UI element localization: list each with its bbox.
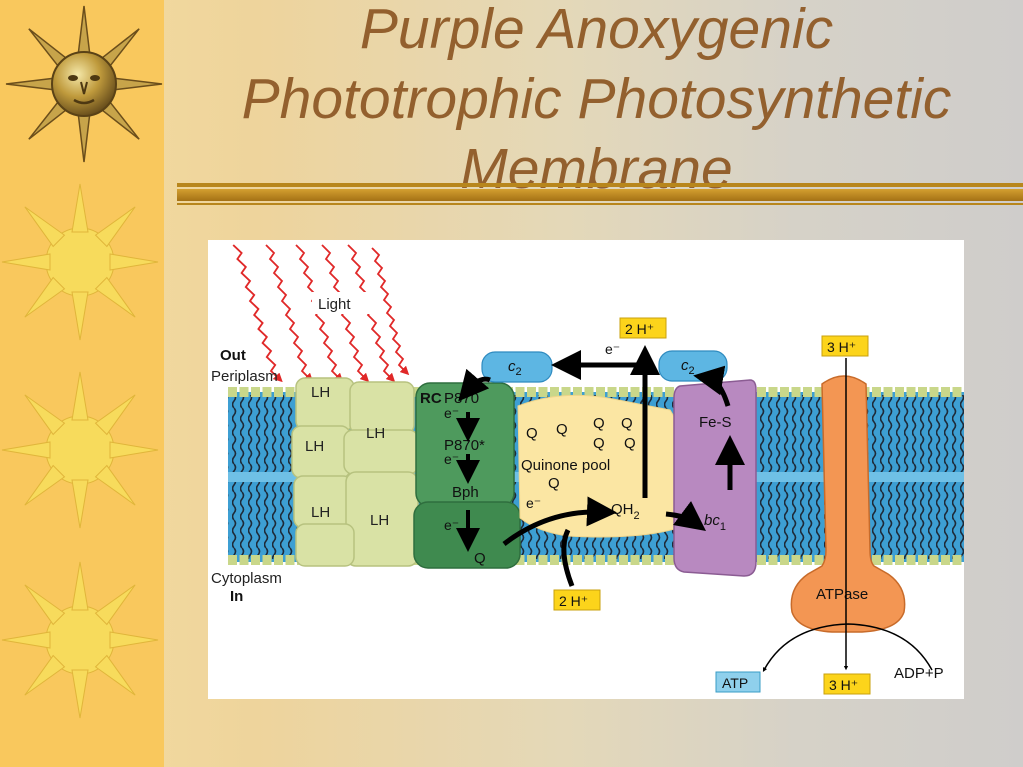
- quinone-q: Q: [593, 435, 605, 452]
- proton-uptake-arrow: [561, 528, 575, 587]
- title-rule-bottom: [177, 203, 1023, 205]
- cytoplasm-label: Cytoplasm: [211, 570, 282, 587]
- electron-label: e⁻: [605, 341, 620, 357]
- yellow-sun-icon: [1, 561, 159, 719]
- title-rule-top: [177, 183, 1023, 187]
- electron-label: e⁻: [526, 495, 541, 511]
- atpase-complex: [790, 375, 906, 633]
- atp-synthesis-arrow: [762, 623, 933, 672]
- membrane-diagram: Light Out Periplasm Cytoplasm In LH LH L…: [208, 240, 964, 699]
- rc-label: RC: [420, 390, 442, 407]
- membrane-diagram-svg: Light Out Periplasm Cytoplasm In LH LH L…: [211, 244, 964, 695]
- electron-label: e⁻: [444, 451, 459, 467]
- lh-label: LH: [311, 384, 330, 401]
- light-label: Light: [318, 296, 351, 313]
- bph-label: Bph: [452, 484, 479, 501]
- quinone-pool-label: Quinone pool: [521, 457, 610, 474]
- proton-badge-top: 2 H⁺: [619, 317, 667, 339]
- quinone-q: Q: [556, 421, 568, 438]
- periplasm-label: Periplasm: [211, 368, 278, 385]
- quinone-reduction-arrow: [502, 496, 617, 546]
- out-label: Out: [220, 347, 246, 364]
- q-label: Q: [474, 550, 486, 567]
- svg-text:ATP: ATP: [722, 675, 748, 691]
- quinone-q: Q: [526, 425, 538, 442]
- cytochrome-c2-right: c2: [658, 350, 728, 382]
- reaction-center: [413, 382, 521, 569]
- quinone-q: Q: [621, 415, 633, 432]
- quinone-q: Q: [624, 435, 636, 452]
- svg-text:3 H⁺: 3 H⁺: [829, 677, 858, 693]
- lh-label: LH: [305, 438, 324, 455]
- svg-text:2 H⁺: 2 H⁺: [625, 321, 654, 337]
- title-line-2: Phototrophic Photosynthetic: [241, 67, 952, 131]
- svg-text:c2: c2: [508, 358, 522, 378]
- light-harvesting-complex: [291, 377, 419, 567]
- in-label: In: [230, 588, 243, 605]
- svg-text:c2: c2: [681, 357, 695, 377]
- yellow-sun-icon: [1, 371, 159, 529]
- electron-label: e⁻: [444, 405, 459, 421]
- title-line-1: Purple Anoxygenic: [359, 0, 834, 61]
- sun-decorations: [1, 5, 163, 719]
- adp-label: ADP+P: [894, 665, 944, 682]
- title-rule-bar: [177, 189, 1023, 201]
- bc1-complex: [673, 379, 757, 577]
- lh-label: LH: [311, 504, 330, 521]
- yellow-sun-icon: [1, 183, 159, 341]
- light-label-bg: [312, 292, 374, 314]
- quinone-q: Q: [593, 415, 605, 432]
- svg-text:2 H⁺: 2 H⁺: [559, 593, 588, 609]
- svg-text:3 H⁺: 3 H⁺: [827, 339, 856, 355]
- fes-to-c2-arrow: [693, 365, 731, 407]
- atp-badge: ATP: [715, 671, 761, 693]
- fe-s-label: Fe-S: [699, 414, 732, 431]
- atpase-label: ATPase: [816, 586, 868, 603]
- proton-badge-bottom: 2 H⁺: [553, 589, 601, 611]
- lh-label: LH: [370, 512, 389, 529]
- gold-sun-icon: [5, 5, 163, 163]
- quinone-q: Q: [548, 475, 560, 492]
- bc1-label: bc1: [704, 512, 726, 533]
- proton-badge-atpase-bottom: 3 H⁺: [823, 673, 871, 695]
- qh2-to-bc1-arrow: [665, 501, 707, 531]
- lh-label: LH: [366, 425, 385, 442]
- proton-badge-atpase-top: 3 H⁺: [821, 335, 869, 357]
- slide-title: Purple Anoxygenic Phototrophic Photosynt…: [170, 0, 1023, 204]
- electron-label: e⁻: [444, 517, 459, 533]
- cytochrome-c2-left: c2: [481, 351, 553, 383]
- electron-flow-arrow: [458, 368, 491, 402]
